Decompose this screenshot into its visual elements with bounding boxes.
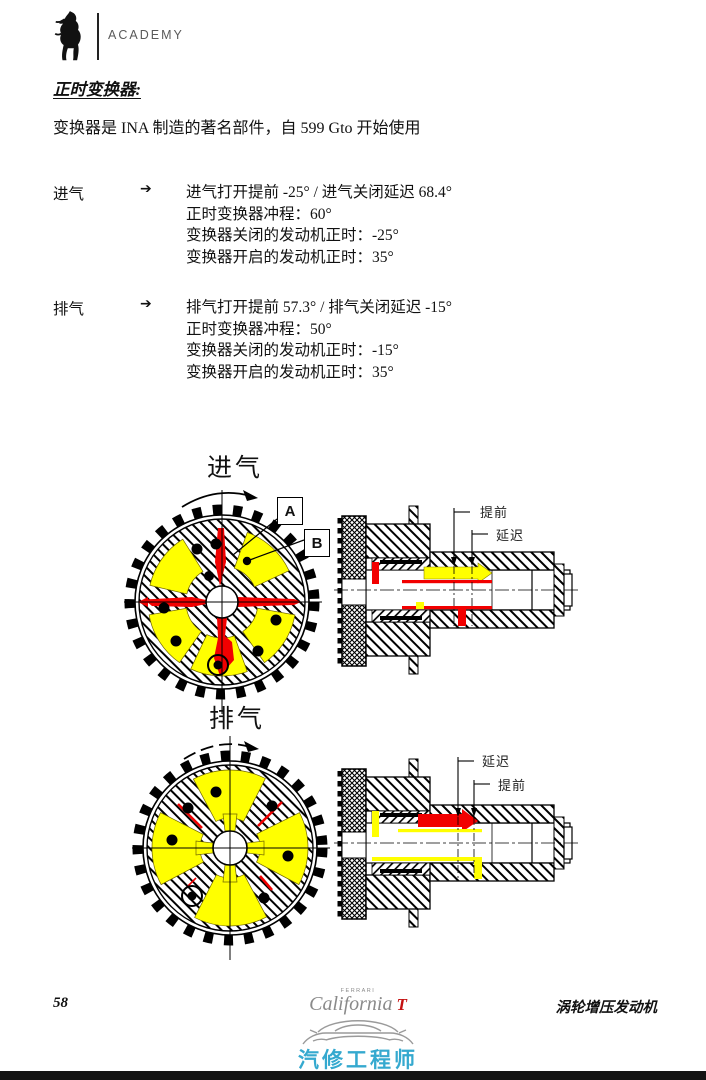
rotor-marks-red	[177, 801, 283, 891]
sprocket-bolts	[166, 786, 294, 907]
exhaust-variator-sprocket	[132, 736, 330, 960]
delay-dim-label: 延迟	[482, 754, 511, 769]
callout-a: A	[277, 497, 303, 525]
car-outline-icon	[302, 1020, 414, 1045]
logo-model-text: California	[309, 993, 393, 1015]
header-divider	[97, 13, 99, 60]
exhaust-cross-section: 延迟 提前	[332, 753, 582, 933]
intake-spec-line: 变换器开启的发动机正时：35°	[186, 248, 394, 266]
intake-spec-line: 变换器关闭的发动机正时：-25°	[186, 227, 399, 245]
exhaust-spec-line: 变换器开启的发动机正时：35°	[186, 363, 394, 381]
intake-spec-label: 进气	[53, 186, 85, 203]
right-arrow-icon: ➔	[140, 296, 152, 312]
footer-doc-title: 涡轮增压发动机	[555, 1000, 658, 1016]
intake-spec-line: 进气打开提前 -25° / 进气关闭延迟 68.4°	[186, 184, 452, 201]
rotation-arrow-icon	[183, 741, 259, 760]
exhaust-spec-label: 排气	[53, 301, 85, 318]
logo-brand-text: FERRARI	[340, 988, 376, 994]
watermark-title: 汽修工程师	[298, 1049, 418, 1072]
exhaust-spec-line: 正时变换器冲程：50°	[186, 320, 332, 338]
california-t-logo: FERRARI California T 汽修工程师 VCXCAR.COM	[278, 988, 438, 1080]
callout-leader-lines	[232, 518, 305, 566]
exhaust-spec-line: 变换器关闭的发动机正时：-15°	[186, 342, 399, 360]
intake-cross-section: 提前 延迟	[332, 500, 582, 680]
intake-cross-section-drawing	[334, 505, 580, 675]
callout-b: B	[304, 529, 330, 557]
ferrari-prancing-horse-icon	[50, 10, 92, 62]
sprocket-bolts	[158, 538, 282, 676]
intake-spec-line: 正时变换器冲程：60°	[186, 205, 332, 223]
advance-dim-label: 提前	[480, 505, 509, 520]
logo-t-text: T	[396, 995, 407, 1014]
page-bottom-bar	[0, 1071, 706, 1080]
intake-figure-title: 进气	[207, 455, 264, 482]
dimension-lines	[457, 757, 490, 879]
exhaust-cross-section-drawing	[334, 757, 580, 928]
delay-dim-label: 延迟	[496, 528, 525, 543]
intro-paragraph: 变换器是 INA 制造的著名部件，自 599 Gto 开始使用	[53, 120, 421, 137]
right-arrow-icon: ➔	[140, 181, 152, 197]
dimension-lines	[453, 508, 488, 626]
exhaust-spec-line: 排气打开提前 57.3° / 排气关闭延迟 -15°	[186, 299, 452, 316]
page-title: 正时变换器:	[53, 80, 141, 99]
advance-dim-label: 提前	[498, 778, 527, 793]
intake-variator-sprocket	[124, 490, 322, 714]
rotation-arrow-icon	[181, 490, 258, 508]
academy-label: ACADEMY	[108, 28, 184, 42]
page-number: 58	[53, 995, 68, 1011]
exhaust-figure-title: 排气	[209, 706, 266, 733]
